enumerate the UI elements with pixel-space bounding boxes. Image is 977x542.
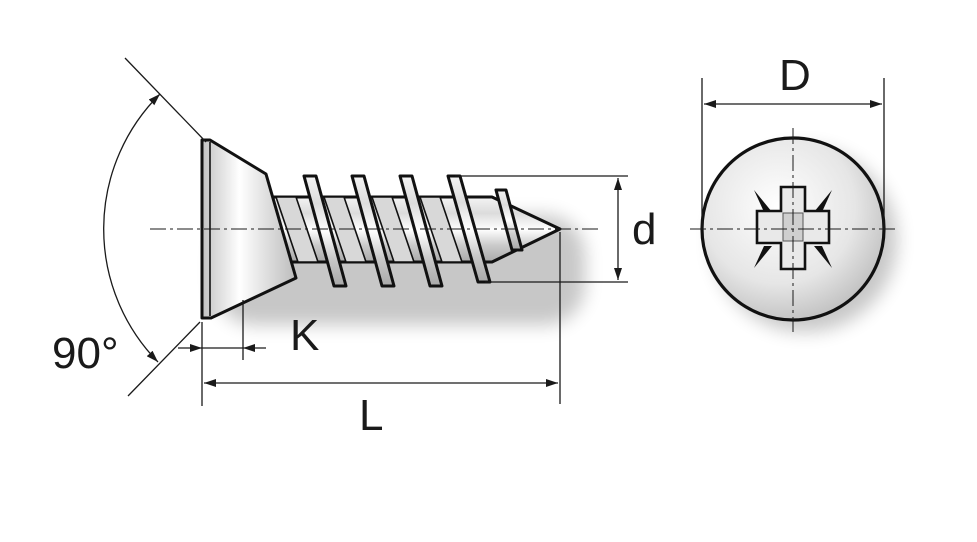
pozidriv-recess-icon [754, 185, 832, 271]
screw-head-top-view [690, 128, 895, 332]
thread-diameter-dimension: d [455, 175, 656, 283]
screw-side-view [150, 138, 600, 320]
angle-dimension: 90° [52, 57, 207, 397]
head-height-label: K [290, 311, 319, 360]
thread-diameter-label: d [632, 205, 656, 254]
head-height-dimension: K [178, 300, 319, 406]
length-label: L [359, 391, 383, 440]
screw-threads [274, 174, 524, 288]
length-dimension: L [204, 232, 561, 440]
head-diameter-label: D [779, 51, 811, 100]
angle-label: 90° [52, 329, 119, 378]
head-diameter-dimension: D [701, 51, 885, 229]
